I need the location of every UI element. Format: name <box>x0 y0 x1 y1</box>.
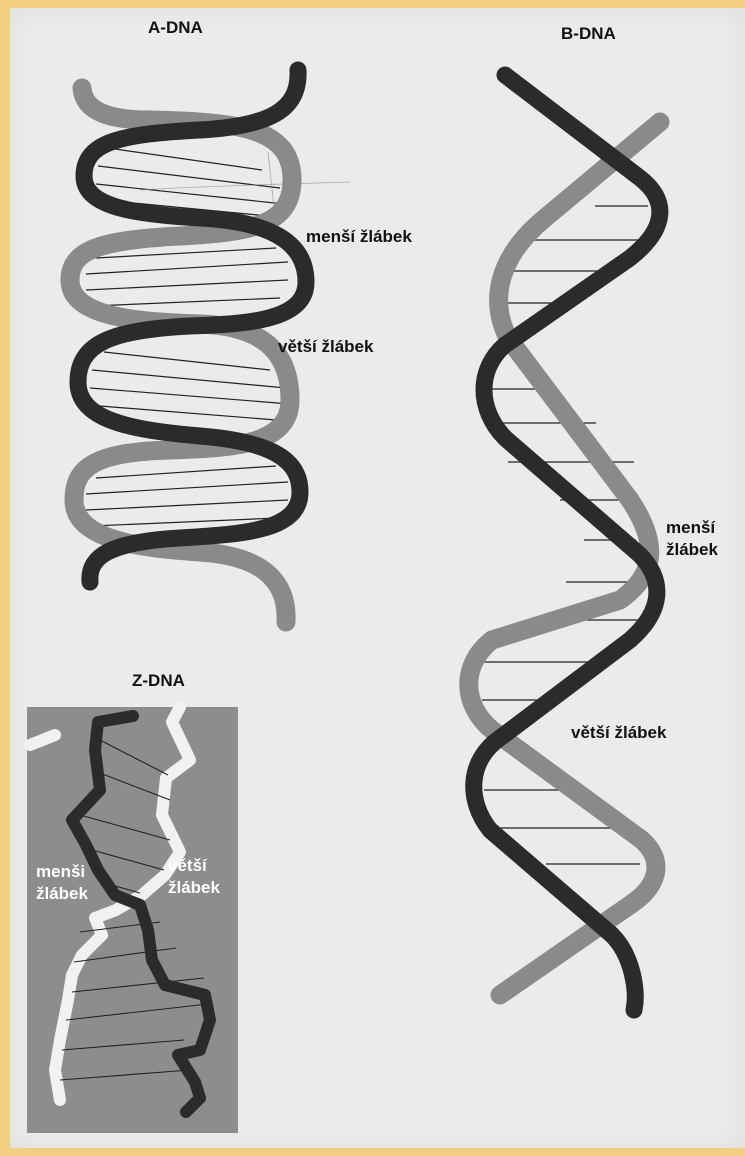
b-dna-helix <box>469 75 660 1010</box>
a-dna-title: A-DNA <box>148 18 203 38</box>
a-dna-minor-groove-label: menší žlábek <box>306 227 412 247</box>
a-dna-major-groove-label: větší žlábek <box>278 337 373 357</box>
b-dna-minor-groove-label-line1: menší <box>666 518 715 538</box>
z-dna-title: Z-DNA <box>132 671 185 691</box>
b-dna-major-groove-label: větší žlábek <box>571 723 666 743</box>
z-dna-minor-groove-label-line1: menši <box>36 862 85 882</box>
z-dna-major-groove-label-line2: žlábek <box>168 878 220 898</box>
b-dna-title: B-DNA <box>561 24 616 44</box>
z-dna-helix <box>27 707 238 1133</box>
b-dna-dark-strand <box>474 75 660 1010</box>
z-dna-minor-groove-label-line2: žlábek <box>36 884 88 904</box>
b-dna-minor-groove-label-line2: žlábek <box>666 540 718 560</box>
z-dna-major-groove-label-line1: větší <box>168 856 207 876</box>
